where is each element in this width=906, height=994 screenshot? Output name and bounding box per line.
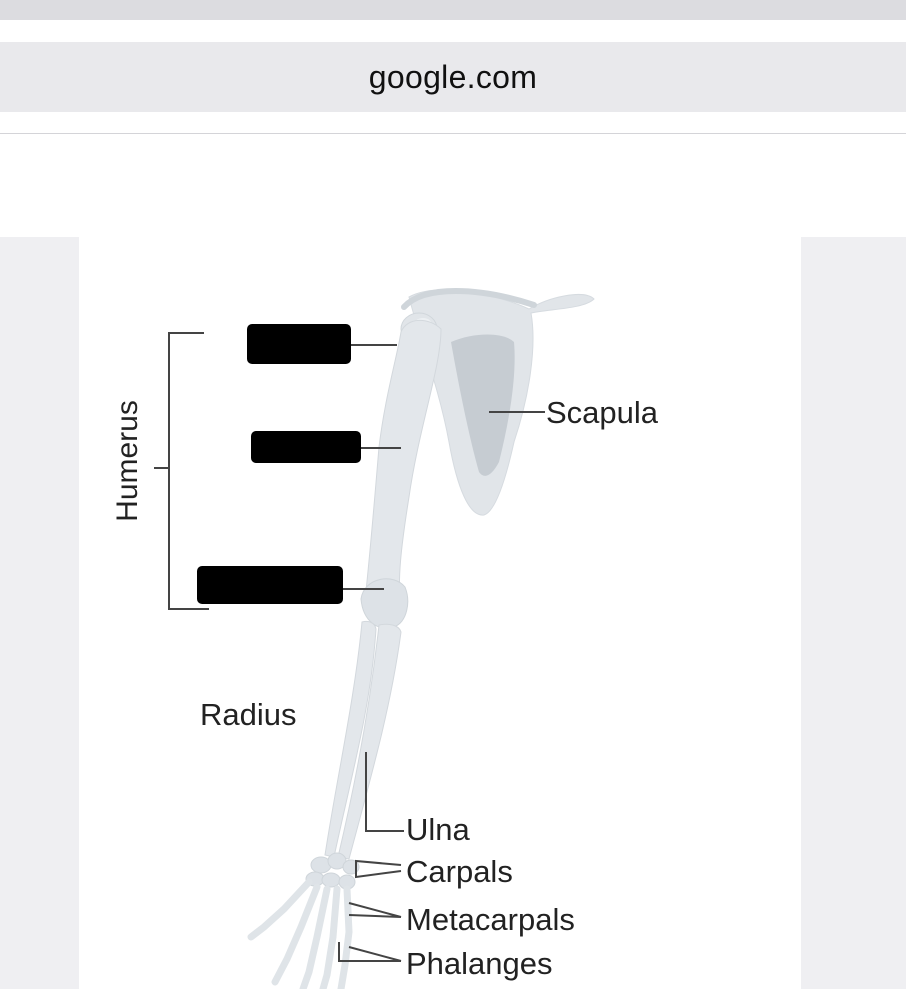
redacted-label-3 [197,566,343,604]
right-margin-panel [801,237,906,989]
acromion [401,288,537,310]
arm-skeleton-figure: Humerus Scapula Radius Ulna Carpals Meta… [79,237,801,993]
leader-ulna [365,752,404,832]
humerus-bone [363,319,442,610]
scapula-shade [451,334,515,476]
leader-carpals [355,859,402,879]
leader-phalanges [338,942,402,962]
elbow-joint [360,578,409,629]
redacted-label-1 [247,324,351,364]
label-metacarpals: Metacarpals [406,902,575,937]
label-radius: Radius [200,697,297,732]
humerus-bracket [168,332,209,610]
label-ulna: Ulna [406,812,471,847]
label-phalanges: Phalanges [406,946,553,981]
hand-bones [247,878,353,993]
carpal-bones [305,852,360,890]
label-carpals: Carpals [406,854,513,889]
label-scapula: Scapula [546,395,659,430]
skeleton-diagram-svg: Humerus Scapula Radius Ulna Carpals Meta… [111,288,659,993]
ulna-bone [337,623,402,860]
redacted-label-2 [251,431,361,463]
label-humerus: Humerus [111,400,144,522]
leader-metacarpals [348,902,402,918]
url-text: google.com [368,58,538,95]
leader-lines [154,332,545,962]
bones-illustration [247,288,595,993]
address-bar[interactable]: google.com [0,42,906,112]
radius-bone [324,620,377,858]
toolbar-divider [0,133,906,134]
browser-top-strip [0,0,906,20]
left-margin-panel [0,237,79,989]
